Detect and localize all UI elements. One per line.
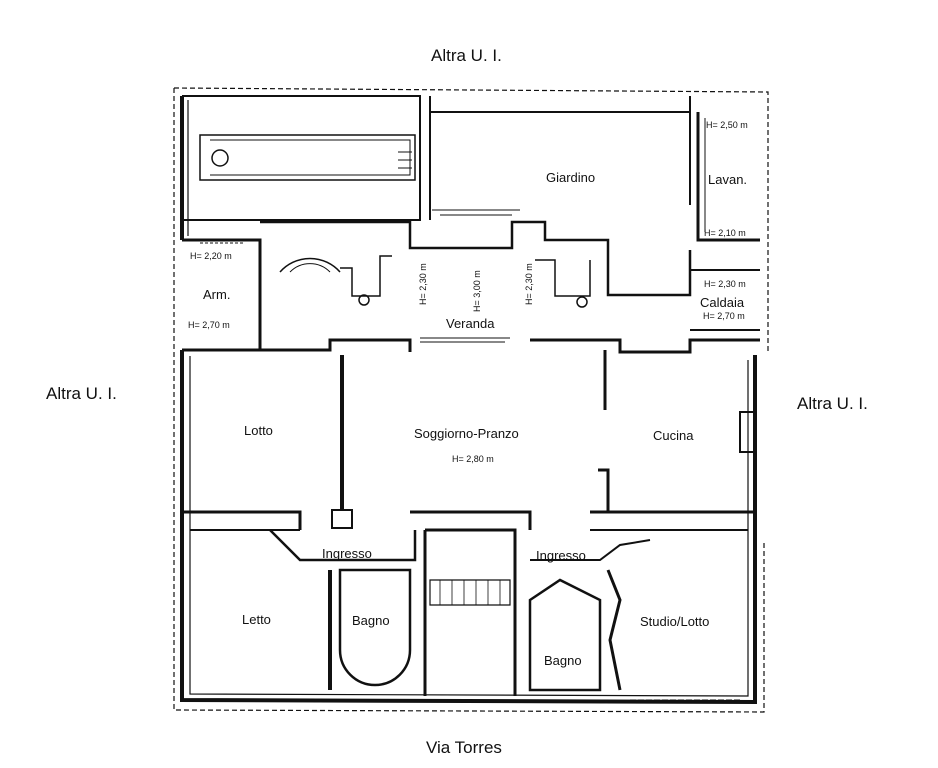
room-studio: Studio/Lotto <box>640 614 710 629</box>
bagno-right-wall <box>528 578 602 692</box>
stair-steps <box>398 151 412 169</box>
room-ingresso-left: Ingresso <box>322 546 372 561</box>
height-lavan-top: H= 2,50 m <box>706 120 748 130</box>
mid-wall <box>182 510 755 530</box>
pillar-center <box>331 509 353 529</box>
room-veranda: Veranda <box>446 316 495 331</box>
height-caldaia-top: H= 2,30 m <box>704 279 746 289</box>
room-arm: Arm. <box>203 287 231 302</box>
veranda-arc-2 <box>289 263 331 273</box>
room-caldaia: Caldaia <box>700 295 745 310</box>
room-lavan: Lavan. <box>708 172 748 187</box>
cucina-wall <box>598 350 610 512</box>
living-top-wall <box>182 338 760 354</box>
giardino-wall <box>429 96 691 220</box>
courtyard-wall <box>182 95 421 221</box>
room-soggiorno: Soggiorno-Pranzo <box>414 426 519 441</box>
room-letto: Letto <box>242 612 271 627</box>
height-arm-top: H= 2,20 m <box>190 251 232 261</box>
room-cucina: Cucina <box>653 428 694 443</box>
stair-ramp <box>199 134 416 181</box>
ingresso-right-wall <box>530 539 651 561</box>
neighbour-top-label: Altra U. I. <box>431 46 502 65</box>
height-veranda-3: H= 2,30 m <box>524 263 534 305</box>
stair-ramp-inner <box>210 139 411 176</box>
ingresso-left-wall <box>269 529 417 562</box>
neighbour-left-label: Altra U. I. <box>46 384 117 403</box>
height-lavan-bottom: H= 2,10 m <box>704 228 746 238</box>
stair-newel <box>211 149 229 167</box>
outer-wall <box>180 96 757 705</box>
room-lotto: Lotto <box>244 423 273 438</box>
stair-flight <box>429 579 511 606</box>
height-veranda-1: H= 2,30 m <box>418 263 428 305</box>
height-arm-bottom: H= 2,70 m <box>188 320 230 330</box>
bagno-left-wall <box>338 568 412 687</box>
giardino-steps <box>432 209 520 216</box>
stair-core <box>423 528 517 696</box>
veranda-post-1 <box>358 294 370 306</box>
veranda-column-left <box>340 255 392 297</box>
studio-wall <box>606 569 622 691</box>
lavan-wall <box>696 112 760 242</box>
height-veranda-2: H= 3,00 m <box>472 270 482 312</box>
veranda-post-2 <box>576 296 588 308</box>
outer-wall-inner <box>187 100 749 697</box>
property-boundary <box>173 87 769 713</box>
neighbour-right-label: Altra U. I. <box>797 394 868 413</box>
veranda-arc <box>279 257 341 273</box>
veranda-wall <box>260 220 692 297</box>
veranda-threshold <box>420 337 510 343</box>
cucina-fireplace <box>739 411 757 453</box>
height-caldaia-bottom: H= 2,70 m <box>703 311 745 321</box>
room-giardino: Giardino <box>546 170 596 185</box>
stair-treads <box>439 580 501 605</box>
room-bagno-left: Bagno <box>352 613 390 628</box>
caldaia-wall <box>690 269 760 331</box>
veranda-column-right <box>535 259 591 297</box>
height-soggiorno: H= 2,80 m <box>452 454 494 464</box>
room-ingresso-right: Ingresso <box>536 548 586 563</box>
street-label: Via Torres <box>426 738 502 757</box>
room-bagno-right: Bagno <box>544 653 582 668</box>
